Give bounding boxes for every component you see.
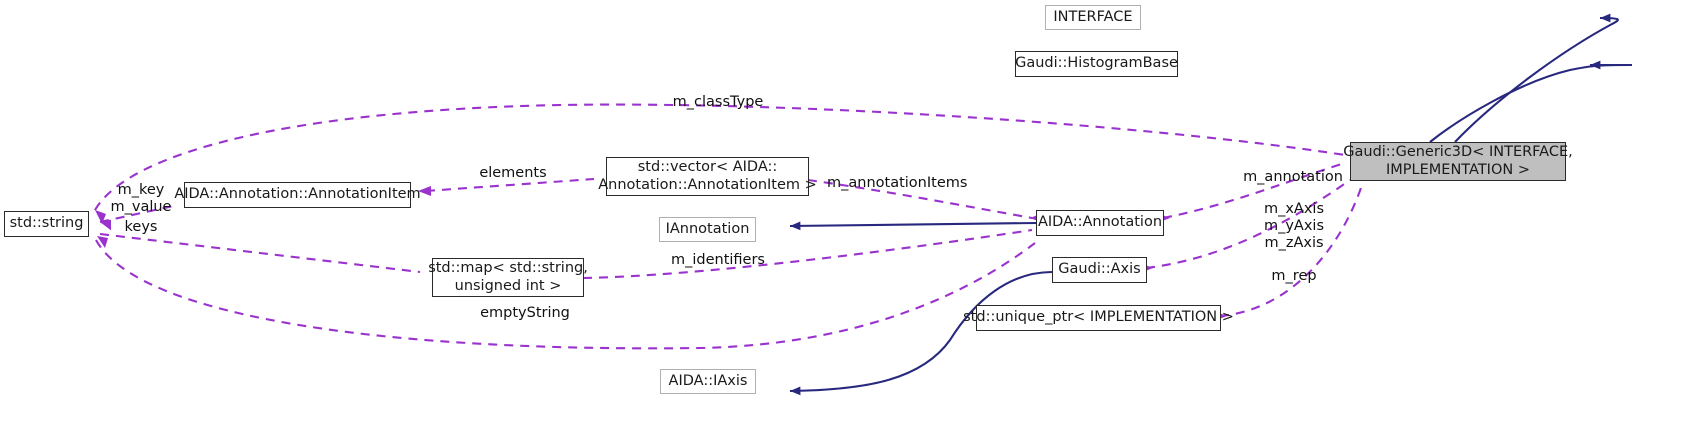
edge-label-m-annotationitems: m_annotationItems [827,175,968,191]
edge-label-m-classtype: m_classType [672,94,764,110]
node-aida-annotation-annotationitem[interactable]: AIDA::Annotation::AnnotationItem [174,182,421,208]
node-interface[interactable]: INTERFACE [1045,5,1141,30]
edge-label-m-identifiers: m_identifiers [670,252,765,268]
arrowhead-m_key-m_value [100,219,111,231]
node-gaudi-axis[interactable]: Gaudi::Axis [1052,257,1147,283]
edge-annotation-to-iannotation [789,221,1037,231]
node-std-unique-ptr-implementation[interactable]: std::unique_ptr< IMPLEMENTATION > [963,305,1234,331]
node-aida-iaxis[interactable]: AIDA::IAxis [660,369,756,394]
edge-gaudiaxis-to-aidaiaxis [789,270,1053,396]
node-std-map-string-uint[interactable]: std::map< std::string, unsigned int > [428,258,588,297]
node-aida-annotation[interactable]: AIDA::Annotation [1036,210,1164,236]
arrowhead-emptystring [97,236,108,248]
edge-stdmap-m_identifiers [582,228,1033,280]
edge-generic3d-to-interface [1454,13,1619,143]
edge-stdstring-keys [99,232,421,274]
node-std-string[interactable]: std::string [4,211,89,237]
edge-label-m-axes: m_xAxis m_yAxis m_zAxis [1263,201,1325,252]
edge-label-keys: keys [124,219,158,235]
node-gaudi-histogrambase[interactable]: Gaudi::HistogramBase [1015,51,1178,77]
node-iannotation[interactable]: IAnnotation [659,217,756,242]
edge-generic3d-to-histogrambase [1429,60,1633,143]
node-std-vector-annotationitem[interactable]: std::vector< AIDA:: Annotation::Annotati… [598,157,817,196]
edge-label-elements: elements [479,165,547,181]
inheritance-edges [789,13,1633,396]
edge-label-m-rep: m_rep [1271,268,1317,284]
edge-label-m-annotation: m_annotation [1243,169,1343,185]
edge-label-emptystring: emptyString [480,305,570,321]
node-gaudi-generic3d[interactable]: Gaudi::Generic3D< INTERFACE, IMPLEMENTAT… [1343,142,1573,181]
edge-label-m-key-m-value: m_key m_value [110,182,172,216]
